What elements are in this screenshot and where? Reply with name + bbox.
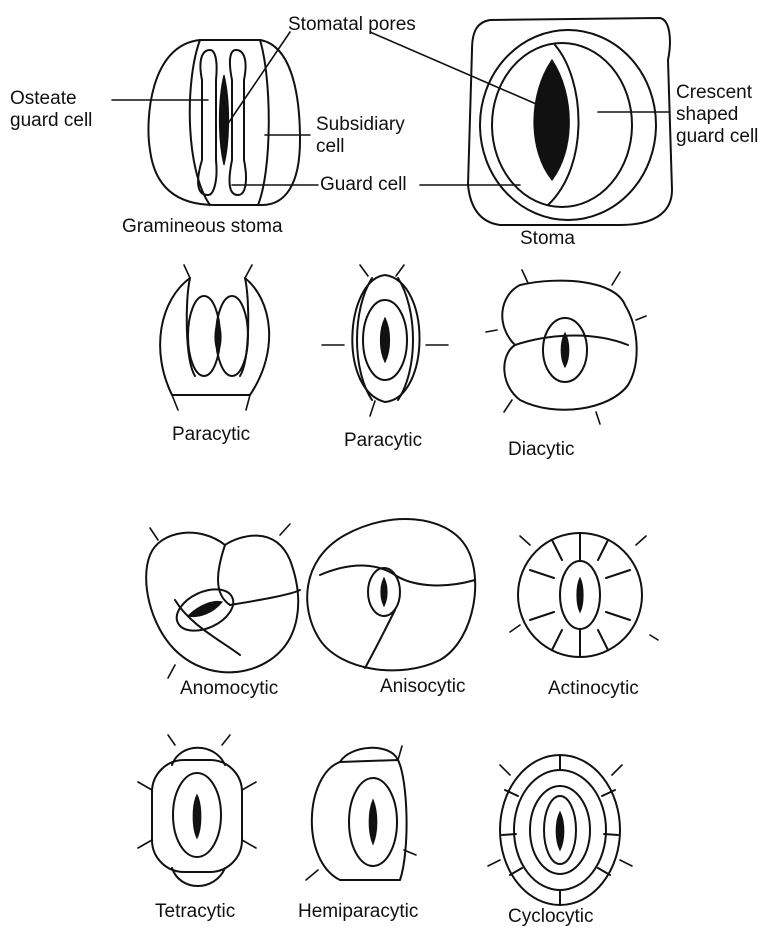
crescent-label-1: Crescent	[676, 82, 753, 103]
stoma-label: Stoma	[520, 228, 575, 249]
type-label-9: Cyclocytic	[508, 906, 594, 927]
type-label-8: Hemiparacytic	[298, 901, 418, 922]
paracytic-stoma-1	[160, 265, 269, 410]
crescent-label-2: shaped	[676, 104, 738, 125]
stomatal-pores-label: Stomatal pores	[288, 14, 416, 35]
subsidiary-label-2: cell	[316, 136, 345, 157]
type-label-3: Diacytic	[508, 439, 575, 460]
paracytic-stoma-2	[322, 265, 448, 416]
subsidiary-label-1: Subsidiary	[316, 114, 405, 135]
type-label-4: Anomocytic	[180, 678, 278, 699]
type-label-5: Anisocytic	[380, 676, 466, 697]
crescent-label-3: guard cell	[676, 126, 758, 147]
type-label-2: Paracytic	[344, 430, 422, 451]
guard-cell-label: Guard cell	[320, 174, 407, 195]
diacytic-stoma	[486, 270, 646, 424]
type-label-1: Paracytic	[172, 424, 250, 445]
hemiparacytic-stoma	[306, 746, 416, 880]
osteate-label-2: guard cell	[10, 110, 92, 131]
tetracytic-stoma	[138, 735, 256, 886]
type-label-6: Actinocytic	[548, 678, 639, 699]
gramineous-stoma-label: Gramineous stoma	[122, 216, 283, 237]
crescent-stoma	[468, 18, 672, 225]
anisocytic-stoma	[307, 519, 475, 670]
type-label-7: Tetracytic	[155, 901, 235, 922]
cyclocytic-stoma	[488, 755, 632, 905]
osteate-label-1: Osteate	[10, 88, 77, 109]
anomocytic-stoma	[146, 524, 300, 678]
gramineous-stoma	[148, 40, 300, 205]
actinocytic-stoma	[510, 533, 658, 657]
